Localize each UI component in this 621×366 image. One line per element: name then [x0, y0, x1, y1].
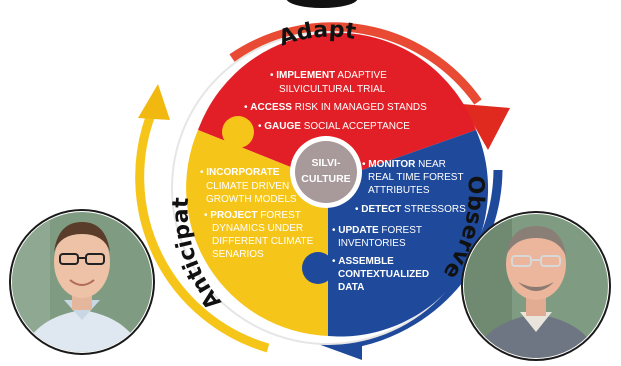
anticipate-item-2-line2: DYNAMICS UNDER — [212, 223, 303, 234]
puzzle-tab-red — [404, 114, 436, 146]
anticipate-item-2-rest: FOREST — [258, 210, 301, 221]
observe-item-3-rest: FOREST — [379, 225, 422, 236]
observe-item-4-line3: DATA — [338, 282, 364, 293]
observe-item-1-line3: ATTRIBUTES — [368, 185, 430, 196]
observe-item-3-bullet: • — [332, 225, 338, 236]
adapt-item-1: • IMPLEMENT ADAPTIVE — [270, 70, 387, 81]
observe-item-3-bold: UPDATE — [338, 225, 379, 236]
anticipate-arrowhead — [138, 84, 170, 120]
anticipate-item-1-line3: GROWTH MODELS — [206, 194, 297, 205]
adapt-item-2: • ACCESS RISK IN MANAGED STANDS — [244, 102, 427, 113]
anticipate-item-1-bullet: • — [200, 167, 206, 178]
adapt-item-3-bullet: • — [258, 121, 264, 132]
center-label-line2: CULTURE — [301, 173, 350, 185]
observe-item-1-bold: MONITOR — [368, 159, 416, 170]
anticipate-item-2-bold: PROJECT — [210, 210, 257, 221]
anticipate-arrow — [135, 110, 270, 353]
observe-item-2-rest: STRESSORS — [401, 204, 466, 215]
observe-item-4-bold: ASSEMBLE — [338, 256, 394, 267]
adapt-item-3: • GAUGE SOCIAL ACCEPTANCE — [258, 121, 410, 132]
adapt-item-1-rest: ADAPTIVE — [335, 70, 387, 81]
top-dark-shape — [286, 0, 358, 8]
adapt-arrowhead — [462, 104, 510, 150]
observe-item-3: • UPDATE FOREST — [332, 225, 422, 236]
adapt-item-3-bold: GAUGE — [264, 121, 301, 132]
anticipate-item-2-line4: SENARIOS — [212, 249, 264, 260]
adapt-item-1-line2: SILVICULTURAL TRIAL — [279, 84, 386, 95]
adapt-item-2-bold: ACCESS — [250, 102, 292, 113]
anticipate-item-2-line3: DIFFERENT CLIMATE — [212, 236, 314, 247]
observe-item-1-rest: NEAR — [415, 159, 446, 170]
adapt-item-1-bullet: • — [270, 70, 276, 81]
adapt-item-1-bold: IMPLEMENT — [276, 70, 335, 81]
observe-item-2: • DETECT STRESSORS — [355, 204, 466, 215]
observe-item-1: • MONITOR NEAR — [362, 159, 446, 170]
observe-item-4-bullet: • — [332, 256, 338, 267]
adapt-item-3-rest: SOCIAL ACCEPTANCE — [301, 121, 410, 132]
observe-item-1-line2: REAL TIME FOREST — [368, 172, 464, 183]
center-disc — [295, 141, 357, 203]
observe-item-2-bullet: • — [355, 204, 361, 215]
adapt-item-2-bullet: • — [244, 102, 250, 113]
observe-item-4-line2: CONTEXTUALIZED — [338, 269, 429, 280]
anticipate-item-2: • PROJECT FOREST — [204, 210, 301, 221]
portrait-left — [9, 209, 155, 355]
puzzle-tab-yellow — [222, 116, 254, 148]
observe-item-2-bold: DETECT — [361, 204, 401, 215]
adapt-arrow — [229, 22, 482, 105]
puzzle-tab-blue — [302, 252, 334, 284]
observe-item-4: • ASSEMBLE — [332, 256, 394, 267]
anticipate-item-1-line2: CLIMATE DRIVEN — [206, 181, 289, 192]
portrait-right — [461, 211, 611, 361]
center-label-line1: SILVI- — [312, 157, 341, 169]
adapt-sector — [198, 32, 476, 182]
anticipate-item-2-bullet: • — [204, 210, 210, 221]
observe-sector — [328, 130, 489, 337]
observe-item-1-bullet: • — [362, 159, 368, 170]
anticipate-item-1: • INCORPORATE — [200, 167, 280, 178]
anticipate-item-1-bold: INCORPORATE — [206, 167, 279, 178]
adapt-item-2-rest: RISK IN MANAGED STANDS — [292, 102, 427, 113]
observe-item-3-line2: INVENTORIES — [338, 238, 406, 249]
